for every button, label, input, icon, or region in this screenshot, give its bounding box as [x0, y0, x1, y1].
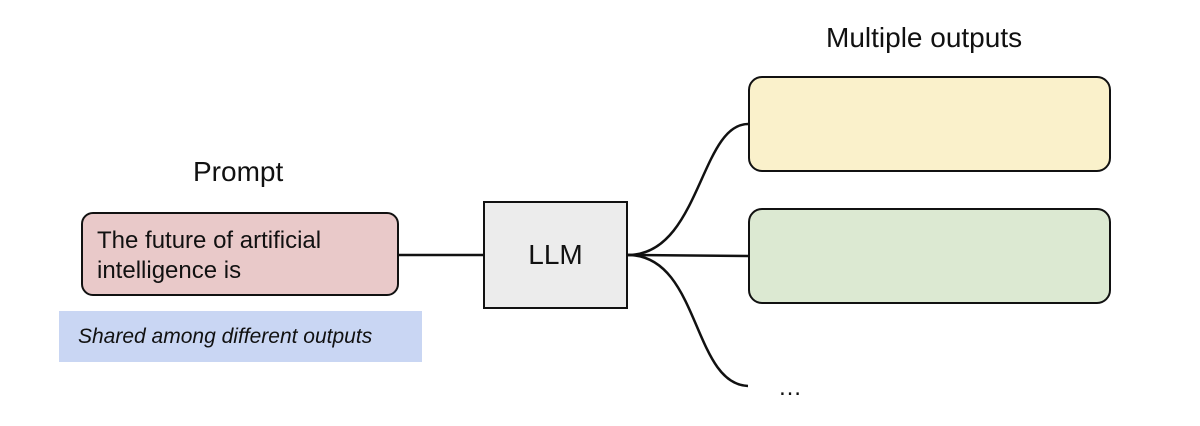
llm-box: LLM: [483, 201, 628, 309]
shared-note: Shared among different outputs: [59, 311, 422, 362]
prompt-heading: Prompt: [193, 156, 284, 187]
output-box-1: [748, 76, 1111, 172]
llm-to-more-outputs-line: [627, 253, 749, 388]
prompt-box: The future of artificial intelligence is: [81, 212, 399, 296]
llm-to-output-2-line: [627, 253, 749, 258]
output-box-2: [748, 208, 1111, 304]
llm-to-output-1-line: [627, 122, 749, 257]
llm-label: LLM: [528, 239, 583, 270]
outputs-heading: Multiple outputs: [826, 22, 1023, 53]
more-outputs-ellipsis: …: [778, 374, 802, 401]
